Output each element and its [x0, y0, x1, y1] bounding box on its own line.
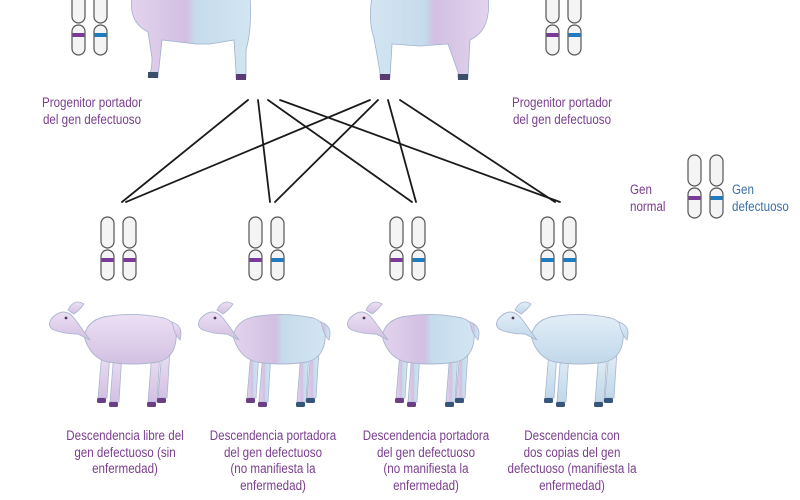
lamb-eye	[511, 316, 515, 320]
chromosome	[411, 216, 426, 281]
legend-normal-label: Gen normal	[630, 182, 666, 214]
legend-chromosome-pair	[687, 154, 724, 219]
parent-sheep-left	[130, 0, 251, 80]
lamb-eye	[362, 316, 366, 320]
inheritance-line	[267, 99, 413, 203]
inheritance-line	[274, 99, 379, 203]
legend-defective-label: Gen defectuoso	[732, 182, 789, 214]
inheritance-line	[387, 99, 417, 203]
defective-allele-band	[94, 33, 107, 37]
offspring-3-caption: Descendencia portadora del gen defectuos…	[362, 428, 490, 493]
chromosome	[71, 0, 86, 56]
lamb-ear	[67, 301, 85, 315]
defective-allele-band	[541, 258, 554, 262]
lamb-carrier	[198, 301, 331, 407]
normal-allele-band	[101, 258, 114, 262]
chromosome	[100, 216, 115, 281]
normal-allele-band	[688, 196, 701, 200]
chromosome	[248, 216, 263, 281]
chromosome	[545, 0, 560, 56]
normal-allele-band	[390, 258, 403, 262]
chromosome	[122, 216, 137, 281]
normal-allele-band	[249, 258, 262, 262]
inheritance-line	[125, 99, 371, 203]
parent-sheep-right	[370, 0, 489, 80]
lamb-two-defective-copies	[496, 301, 629, 407]
parent-left-chromosome-pair	[71, 0, 108, 56]
offspring-1-chromosome-pair	[100, 216, 137, 281]
normal-allele-band	[72, 33, 85, 37]
offspring-3-chromosome-pair	[389, 216, 426, 281]
lamb-no-defective-gene	[49, 301, 182, 407]
defective-allele-band	[271, 258, 284, 262]
lamb-ear	[365, 301, 383, 315]
offspring-1-caption: Descendencia libre del gen defectuoso (s…	[66, 428, 184, 476]
chromosome	[270, 216, 285, 281]
chromosome	[562, 216, 577, 281]
lamb-carrier	[347, 301, 480, 407]
offspring-2-caption: Descendencia portadora del gen defectuos…	[209, 428, 337, 493]
inheritance-lines	[121, 99, 561, 203]
parent-left-caption: Progenitor portador del gen defectuoso	[41, 95, 143, 127]
chromosome	[567, 0, 582, 56]
inheritance-line	[257, 99, 271, 203]
normal-allele-band	[546, 33, 559, 37]
chromosome	[687, 154, 702, 219]
parent-right-chromosome-pair	[545, 0, 582, 56]
offspring-4-chromosome-pair	[540, 216, 577, 281]
inheritance-line	[279, 99, 561, 203]
chromosome	[709, 154, 724, 219]
chromosome	[540, 216, 555, 281]
offspring-4-caption: Descendencia con dos copias del gen defe…	[507, 428, 637, 493]
defective-allele-band	[563, 258, 576, 262]
chromosome	[93, 0, 108, 56]
lamb-eye	[64, 316, 68, 320]
defective-allele-band	[710, 196, 723, 200]
chromosome	[389, 216, 404, 281]
chromosome-pairs	[71, 0, 724, 281]
parent-right-caption: Progenitor portador del gen defectuoso	[511, 95, 613, 127]
lamb-ear	[216, 301, 234, 315]
lamb-ear	[514, 301, 532, 315]
inheritance-line	[399, 99, 556, 203]
defective-allele-band	[412, 258, 425, 262]
defective-allele-band	[568, 33, 581, 37]
offspring-2-chromosome-pair	[248, 216, 285, 281]
lamb-eye	[213, 316, 217, 320]
normal-allele-band	[123, 258, 136, 262]
inheritance-line	[121, 99, 249, 203]
